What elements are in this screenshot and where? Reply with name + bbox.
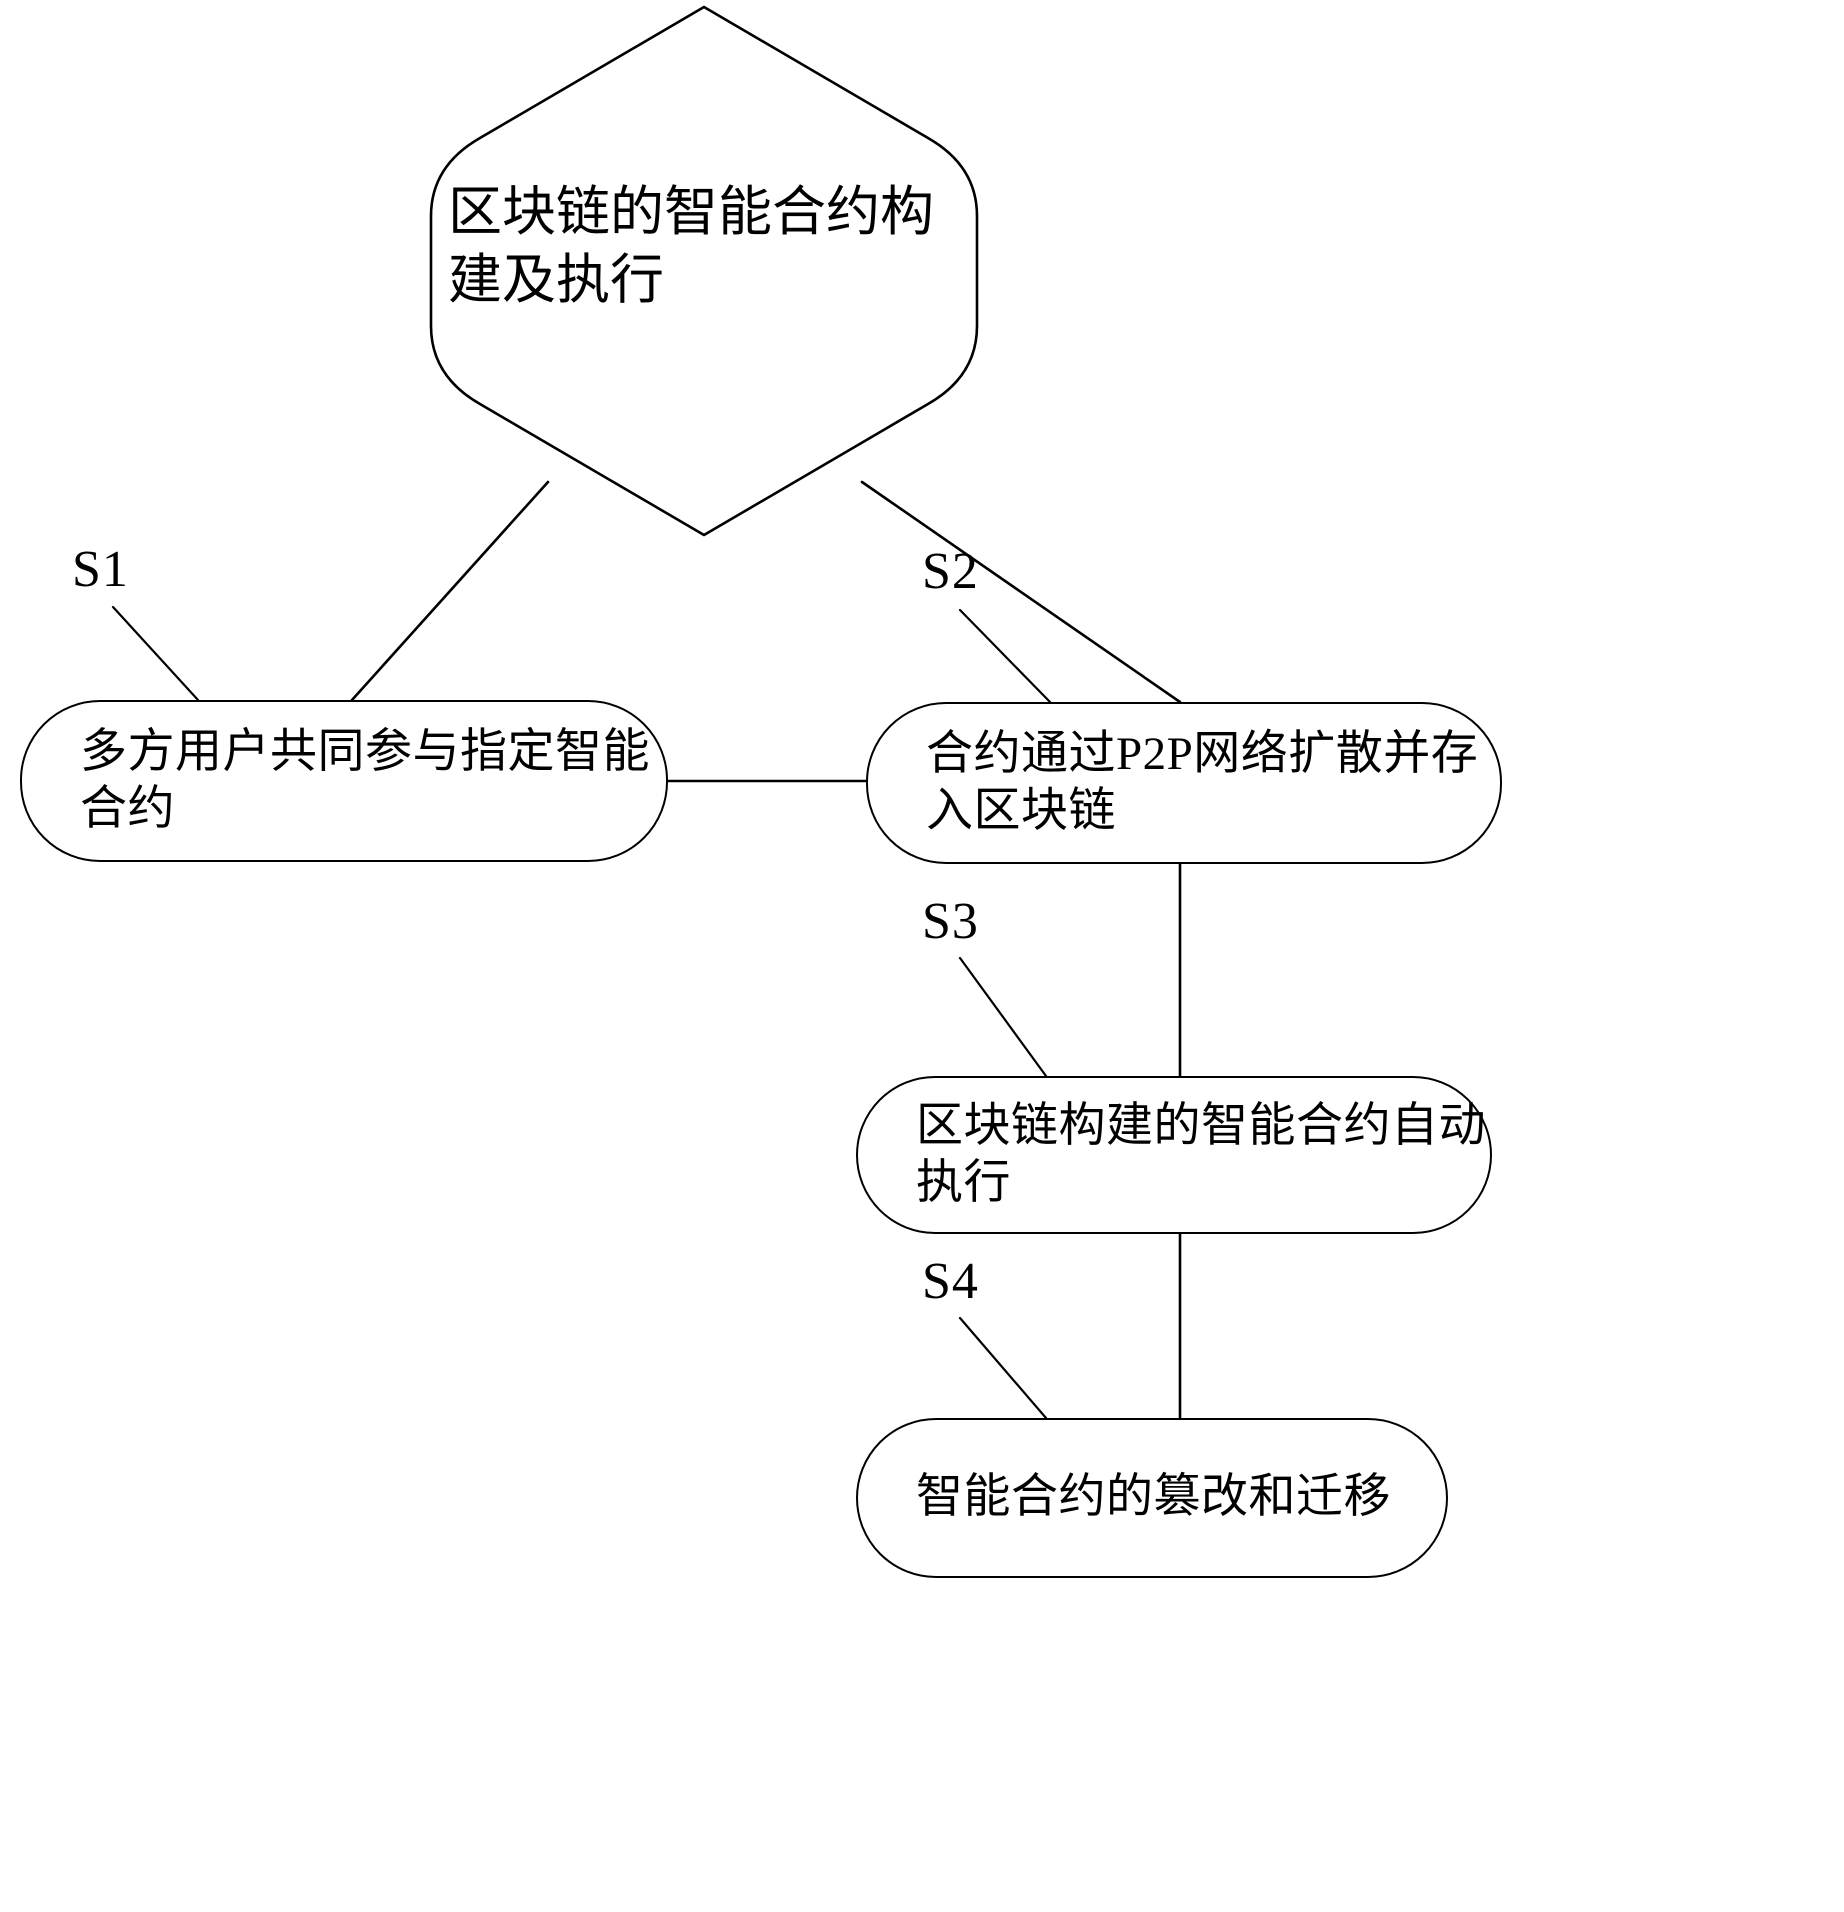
step-node-s3-label: 区块链构建的智能合约自动执行: [916, 1099, 1486, 1209]
step-node-s4[interactable]: 智能合约的篡改和迁移: [856, 1418, 1448, 1578]
step-tag-s1: S1: [72, 541, 129, 598]
step-tag-s4: S4: [922, 1253, 979, 1310]
step-node-s4-label: 智能合约的篡改和迁移: [916, 1471, 1391, 1524]
root-node-label: 区块链的智能合约构建及执行: [448, 182, 934, 311]
step-tag-s2: S2: [922, 543, 979, 600]
step-node-s2-label: 合约通过P2P网络扩散并存入区块链: [926, 727, 1479, 837]
leader-line-s1: [111, 605, 200, 702]
hexagon-outline: [429, 5, 979, 537]
leader-line-s4: [958, 1316, 1048, 1420]
step-node-s3[interactable]: 区块链构建的智能合约自动执行: [856, 1076, 1492, 1234]
connector-root-to-s2: [860, 480, 1182, 704]
step-node-s1-label: 多方用户共同参与指定智能合约: [80, 725, 650, 835]
leader-line-s3: [958, 956, 1048, 1078]
leader-line-s2: [958, 608, 1052, 704]
step-node-s2[interactable]: 合约通过P2P网络扩散并存入区块链: [866, 702, 1502, 864]
root-node-hexagon[interactable]: [428, 4, 980, 538]
step-node-s1[interactable]: 多方用户共同参与指定智能合约: [20, 700, 668, 862]
connector-root-to-s1: [350, 480, 550, 702]
step-tag-s3: S3: [922, 893, 979, 950]
